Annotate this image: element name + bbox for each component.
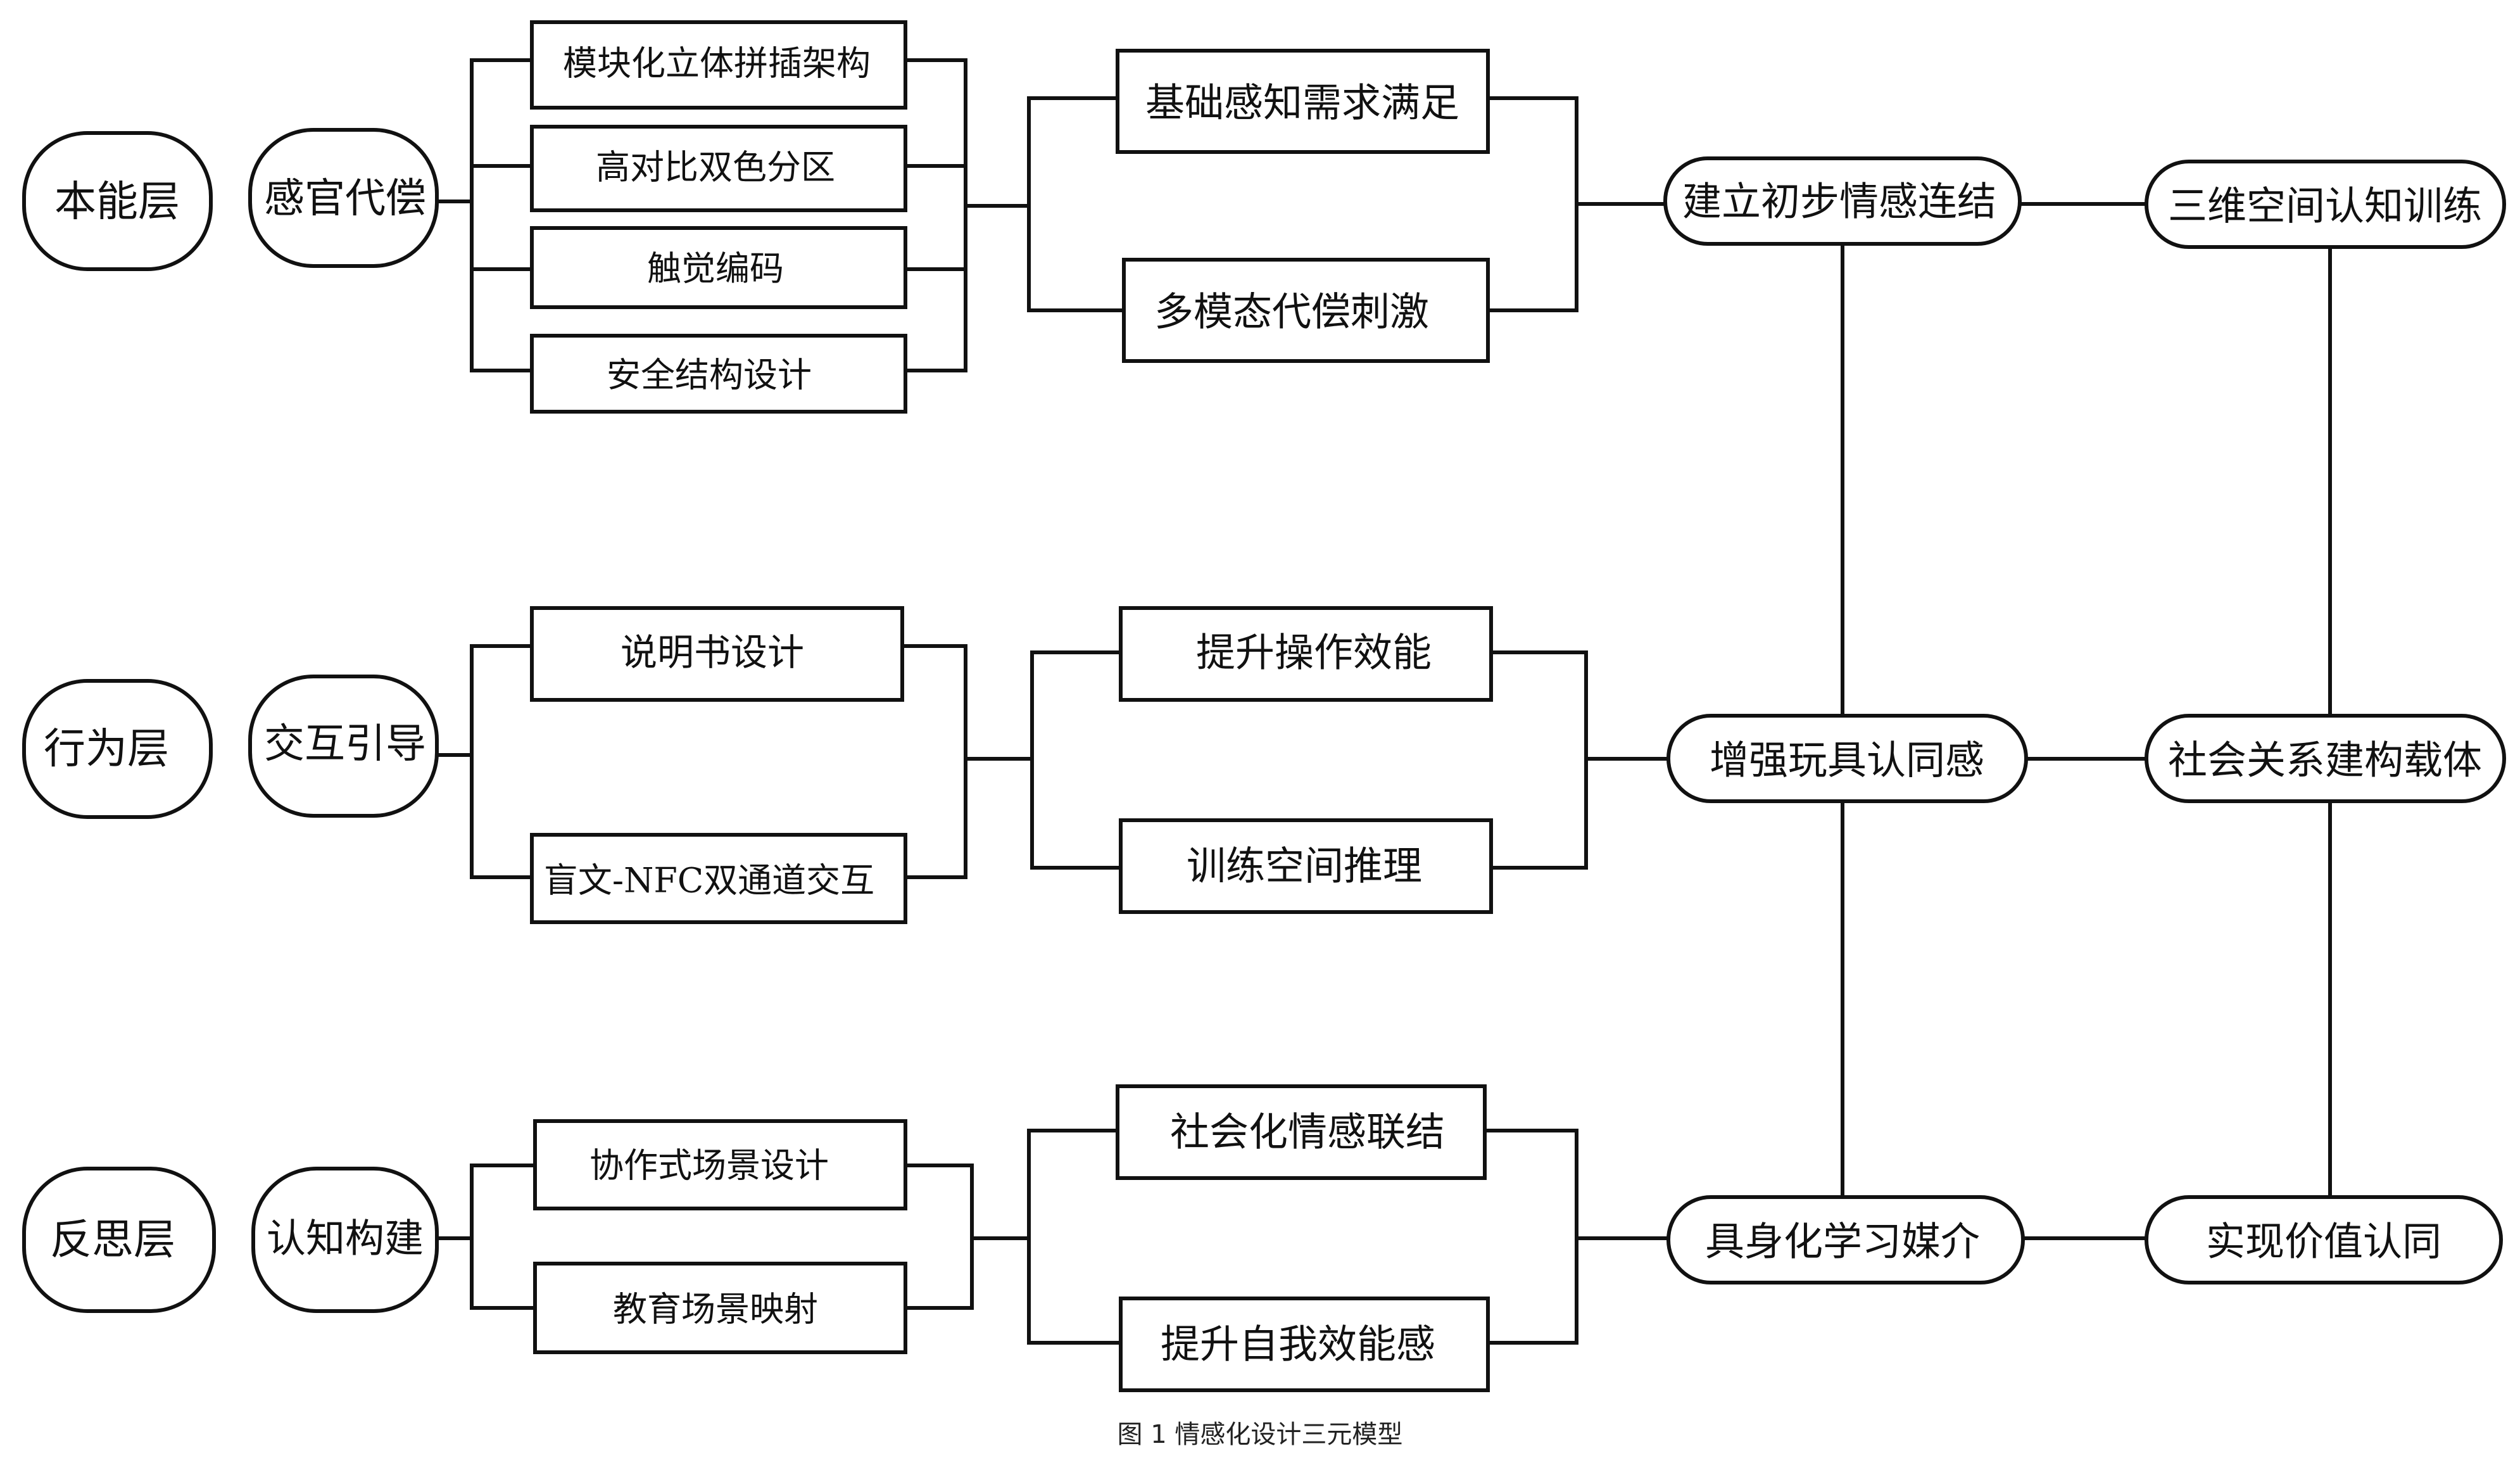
value-label-socialcarrier: 社会关系建构载体: [2168, 737, 2482, 783]
layer-label-instinct: 本能层: [54, 177, 180, 226]
goal-node-identity: 增强玩具认同感: [1666, 714, 2028, 803]
method-box-safety: 安全结构设计: [530, 334, 907, 414]
figure-caption: 图 1 情感化设计三元模型: [1118, 1420, 1403, 1449]
method-box-edu: 教育场景映射: [533, 1262, 907, 1354]
effect-label-basic: 基础感知需求满足: [1145, 80, 1459, 126]
strategy-label-sensory: 感官代偿: [264, 175, 426, 222]
strategy-node-interaction: 交互引导: [248, 675, 439, 818]
strategy-label-cognition: 认知构建: [267, 1215, 424, 1262]
strategy-label-interaction: 交互引导: [264, 721, 426, 768]
layer-label-reflection: 反思层: [50, 1215, 175, 1264]
method-label-tactile: 触觉编码: [647, 249, 784, 289]
method-box-nfc: 盲文-NFC双通道交互: [530, 833, 907, 924]
connectors: [435, 58, 2332, 1345]
value-label-selfvalue: 实现价值认同: [2206, 1219, 2441, 1265]
effect-box-spatial: 训练空间推理: [1119, 818, 1493, 914]
method-box-collab: 协作式场景设计: [533, 1119, 907, 1210]
method-label-contrast: 高对比双色分区: [596, 148, 835, 187]
method-box-tactile: 触觉编码: [530, 226, 907, 309]
value-node-space3d: 三维空间认知训练: [2145, 160, 2506, 249]
layer-node-behavior: 行为层: [22, 679, 213, 819]
value-node-selfvalue: 实现价值认同: [2145, 1195, 2503, 1284]
method-label-manual: 说明书设计: [621, 631, 804, 674]
goal-node-embodied: 具身化学习媒介: [1666, 1195, 2025, 1284]
effect-box-multimodal: 多模态代偿刺激: [1122, 258, 1490, 363]
effect-box-efficiency: 提升操作效能: [1119, 606, 1493, 702]
strategy-node-cognition: 认知构建: [251, 1167, 439, 1313]
method-label-nfc: 盲文-NFC双通道交互: [544, 861, 874, 901]
value-label-space3d: 三维空间认知训练: [2168, 183, 2482, 229]
effect-label-efficiency: 提升操作效能: [1196, 630, 1432, 676]
method-box-modular: 模块化立体拼插架构: [530, 20, 907, 110]
effect-label-multimodal: 多模态代偿刺激: [1154, 289, 1429, 335]
effect-label-spatial: 训练空间推理: [1187, 843, 1422, 889]
layer-node-instinct: 本能层: [22, 131, 213, 271]
method-box-contrast: 高对比双色分区: [530, 125, 907, 212]
goal-label-identity: 增强玩具认同感: [1710, 737, 1984, 783]
method-label-edu: 教育场景映射: [613, 1290, 818, 1329]
value-node-socialcarrier: 社会关系建构载体: [2145, 714, 2506, 803]
effect-label-social: 社会化情感联结: [1170, 1109, 1445, 1155]
layer-label-behavior: 行为层: [44, 725, 169, 773]
effect-box-basic: 基础感知需求满足: [1116, 49, 1490, 154]
method-label-safety: 安全结构设计: [607, 355, 812, 395]
goal-label-embodied: 具身化学习媒介: [1705, 1219, 1980, 1265]
goal-node-bond: 建立初步情感连结: [1663, 156, 2022, 246]
method-box-manual: 说明书设计: [530, 606, 904, 702]
effect-label-selfefficacy: 提升自我效能感: [1161, 1321, 1435, 1367]
layer-node-reflection: 反思层: [22, 1167, 216, 1313]
method-label-collab: 协作式场景设计: [589, 1146, 829, 1186]
goal-label-bond: 建立初步情感连结: [1682, 179, 1996, 225]
effect-box-social: 社会化情感联结: [1116, 1084, 1487, 1180]
strategy-node-sensory: 感官代偿: [248, 128, 439, 268]
method-label-modular: 模块化立体拼插架构: [563, 44, 871, 84]
effect-box-selfefficacy: 提升自我效能感: [1119, 1297, 1490, 1392]
